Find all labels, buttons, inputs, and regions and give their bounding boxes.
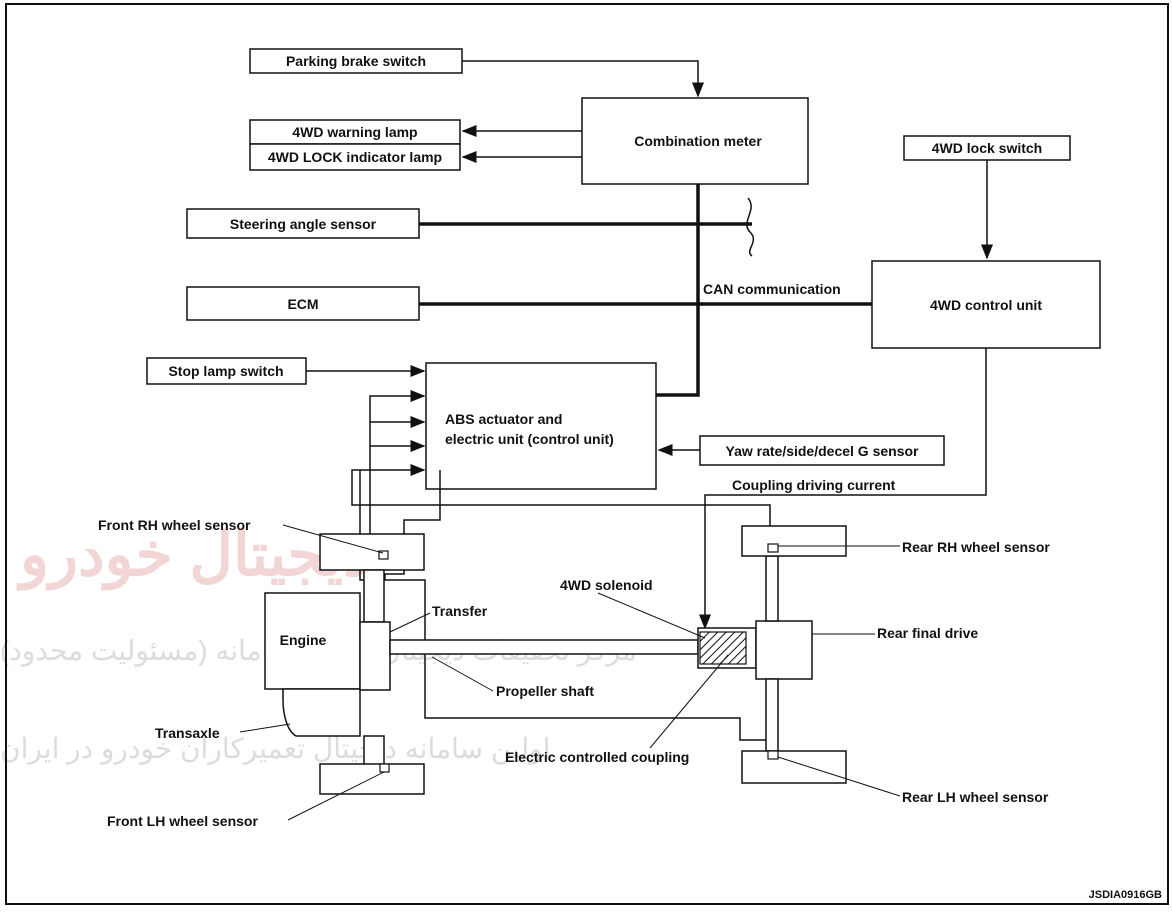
control-unit-box [871, 260, 1101, 349]
front-rh-sensor-label: Front RH wheel sensor [98, 517, 251, 533]
front-lh-sensor-label: Front LH wheel sensor [107, 813, 258, 829]
combination-meter-label: Combination meter [634, 133, 762, 149]
front-rh-leader [282, 524, 384, 554]
front-right-halfshaft [363, 569, 385, 623]
rear-final-drive-box [755, 620, 813, 680]
ecm-box [186, 286, 420, 321]
bus-break-symbol [746, 197, 755, 257]
lock-indicator-box [249, 143, 461, 171]
rear-final-drive-label: Rear final drive [877, 625, 978, 641]
rear-rh-wheel [741, 525, 847, 557]
parking-brake-switch-label: Parking brake switch [286, 53, 426, 69]
coupling-current-line [699, 348, 987, 630]
rear-lh-wheel [741, 750, 847, 784]
rear-right-axle [765, 555, 779, 622]
solenoid-leader [597, 592, 706, 639]
rear-lh-sensor-line [359, 470, 773, 752]
lock-switch-label: 4WD lock switch [932, 140, 1042, 156]
ecm-label: ECM [287, 296, 318, 312]
transfer-leader [389, 612, 431, 633]
yaw-sensor-label: Yaw rate/side/decel G sensor [726, 443, 920, 459]
can-bus-line [656, 184, 700, 397]
yaw-sensor-box [699, 435, 945, 466]
rear-lh-sensor-label: Rear LH wheel sensor [902, 789, 1049, 805]
abs-unit-label-1: ABS actuator and [445, 411, 562, 427]
diagram-frame [5, 3, 1169, 905]
transfer-box [359, 621, 391, 691]
rear-lh-leader [777, 756, 901, 797]
parking-brake-line [462, 60, 704, 98]
can-communication-label: CAN communication [703, 281, 841, 297]
coupling-current-label: Coupling driving current [732, 477, 896, 493]
control-unit-label: 4WD control unit [930, 297, 1042, 313]
steering-angle-sensor-label: Steering angle sensor [230, 216, 377, 232]
stop-lamp-switch-label: Stop lamp switch [168, 363, 283, 379]
warning-lamp-label: 4WD warning lamp [292, 124, 417, 140]
front-left-halfshaft [363, 735, 385, 767]
rear-rh-sensor [767, 543, 779, 553]
engine-label: Engine [280, 632, 327, 648]
propeller-shaft-leader [431, 656, 494, 692]
rear-left-axle [765, 678, 779, 752]
steering-angle-sensor-box [186, 208, 420, 239]
front-lh-wheel [319, 763, 425, 795]
rear-rh-sensor-line [351, 469, 771, 548]
abs-unit-label-2: electric unit (control unit) [445, 431, 614, 447]
lock-indicator-label: 4WD LOCK indicator lamp [268, 149, 442, 165]
watermark-line2: اولین سامانه دیجیتال تعمیرکاران خودرو در… [0, 733, 550, 765]
lock-switch-box [903, 135, 1071, 161]
engine-box [264, 592, 361, 690]
warning-lamp-box [249, 119, 461, 145]
rear-lh-sensor [767, 750, 779, 760]
combination-meter-box [581, 97, 809, 185]
propeller-shaft-label: Propeller shaft [496, 683, 594, 699]
front-lh-leader [287, 771, 385, 821]
figure-code: JSDIA0916GB [1089, 889, 1162, 901]
coupling-leader [649, 654, 729, 749]
transaxle-label: Transaxle [155, 725, 220, 741]
front-rh-sensor [378, 550, 389, 560]
rear-rh-sensor-label: Rear RH wheel sensor [902, 539, 1050, 555]
coupling-label: Electric controlled coupling [505, 749, 689, 765]
abs-unit-box [425, 362, 657, 490]
transfer-label: Transfer [432, 603, 488, 619]
solenoid-hatched [699, 631, 747, 665]
propeller-shaft [389, 639, 699, 655]
front-lh-sensor [379, 763, 390, 773]
transaxle-shape [282, 688, 361, 737]
transaxle-leader [239, 723, 291, 733]
solenoid-label: 4WD solenoid [560, 577, 653, 593]
